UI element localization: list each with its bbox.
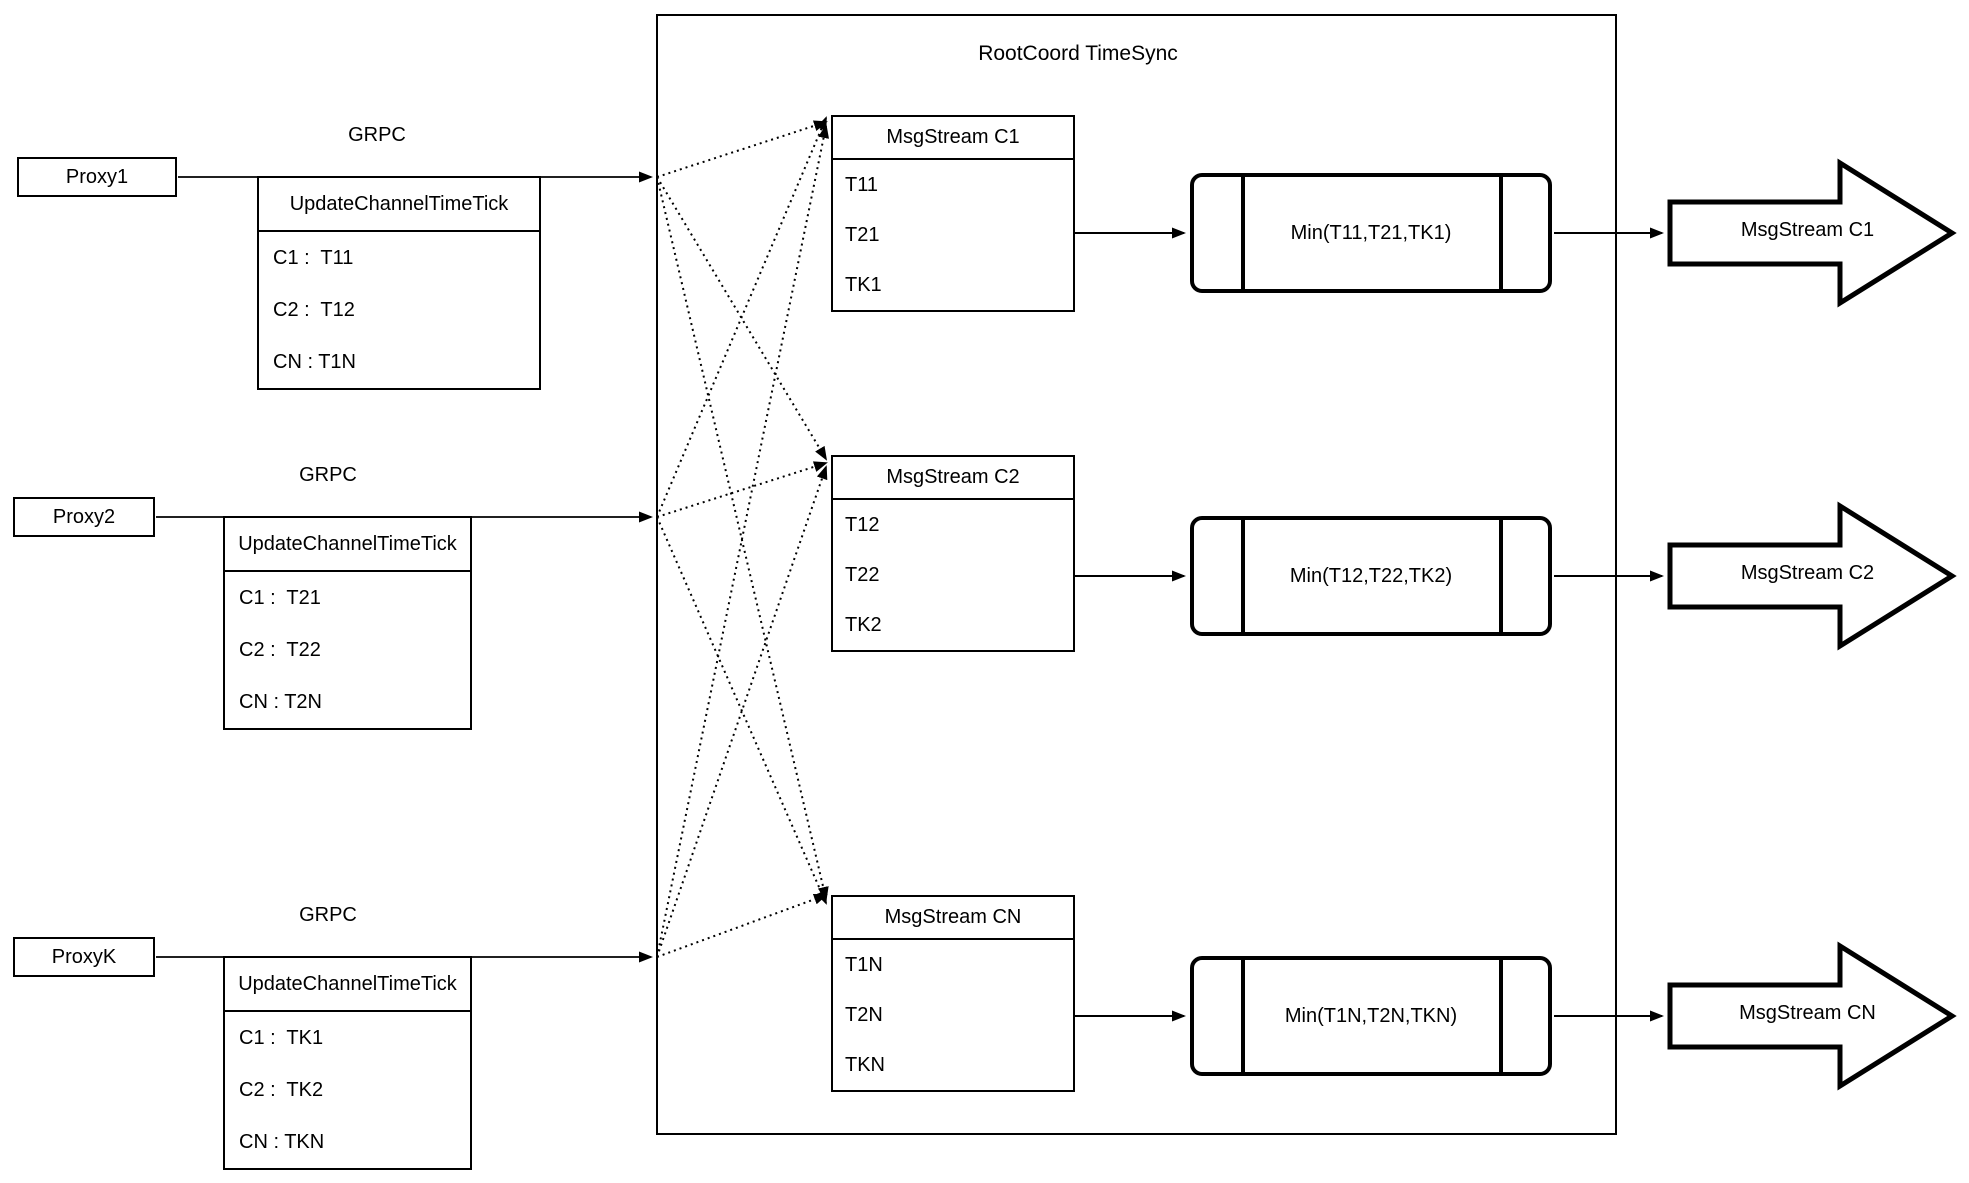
min-box-right-divider: [1499, 520, 1503, 632]
table-row: C1 : T11: [273, 247, 354, 269]
dotted-link-p1-c2: [656, 176, 828, 461]
msgstream-cn-table: MsgStream CN T1N T2N TKN: [831, 895, 1075, 1092]
dotted-link-pk-cn: [656, 893, 828, 958]
msgstream-table-row: T1N: [845, 954, 883, 976]
msgstream-table-header: MsgStream C1: [833, 117, 1073, 160]
msgstream-c2-table: MsgStream C2 T12 T22 TK2: [831, 455, 1075, 652]
msgstream-cn-output-arrow: [1667, 941, 1957, 1091]
msgstream-table-row: T12: [845, 514, 880, 536]
msgstream-table-row: T22: [845, 564, 880, 586]
table-row: C2 : T22: [239, 639, 321, 661]
min-box-c1: Min(T11,T21,TK1): [1190, 173, 1552, 293]
msgstream-table-header: MsgStream CN: [833, 897, 1073, 940]
proxyk-label: ProxyK: [51, 945, 117, 968]
table-header: UpdateChannelTimeTick: [225, 518, 470, 572]
msgstream-table-row: T2N: [845, 1004, 883, 1026]
msgstream-c1-output-arrow: [1667, 158, 1957, 308]
msgstream-c1-output-label: MsgStream C1: [1740, 219, 1875, 241]
proxy2-label: Proxy2: [52, 505, 116, 528]
min-box-c2: Min(T12,T22,TK2): [1190, 516, 1552, 636]
msgstream-table-header: MsgStream C2: [833, 457, 1073, 500]
update-channel-timetick-table-1: UpdateChannelTimeTick C1 : T11 C2 : T12 …: [257, 176, 541, 390]
table-header: UpdateChannelTimeTick: [225, 958, 470, 1012]
grpc-label-1: GRPC: [348, 124, 406, 146]
table-row: C2 : TK2: [239, 1079, 324, 1101]
min-box-right-divider: [1499, 177, 1503, 289]
dotted-link-p2-c1: [656, 116, 827, 518]
dotted-link-p1-c1: [656, 120, 828, 178]
msgstream-table-row: T21: [845, 224, 880, 246]
msgstream-table-row: TK2: [845, 614, 882, 636]
msgstream-c1-table: MsgStream C1 T11 T21 TK1: [831, 115, 1075, 312]
dotted-link-p2-c2: [656, 461, 828, 518]
dotted-link-pk-c2: [656, 465, 828, 958]
min-box-cn: Min(T1N,T2N,TKN): [1190, 956, 1552, 1076]
min-label-c2: Min(T12,T22,TK2): [1289, 564, 1453, 587]
min-box-left-divider: [1241, 960, 1245, 1072]
table-row: CN : TKN: [239, 1131, 325, 1153]
min-label-cn: Min(T1N,T2N,TKN): [1284, 1004, 1458, 1027]
msgstream-table-row: T11: [845, 174, 878, 196]
msgstream-table-row: TK1: [845, 274, 882, 296]
table-row: CN : T1N: [273, 351, 356, 373]
msgstream-cn-output-label: MsgStream CN: [1739, 1002, 1876, 1024]
table-row: CN : T2N: [239, 691, 322, 713]
table-header: UpdateChannelTimeTick: [259, 178, 539, 232]
min-box-left-divider: [1241, 177, 1245, 289]
table-row: C1 : TK1: [239, 1027, 324, 1049]
min-box-right-divider: [1499, 960, 1503, 1072]
proxyk-box: ProxyK: [13, 937, 155, 977]
table-row: C2 : T12: [273, 299, 355, 321]
msgstream-table-row: TKN: [845, 1054, 885, 1076]
msgstream-c2-output-label: MsgStream C2: [1740, 562, 1875, 584]
proxy2-box: Proxy2: [13, 497, 155, 537]
update-channel-timetick-table-2: UpdateChannelTimeTick C1 : T21 C2 : T22 …: [223, 516, 472, 730]
msgstream-c2-output-arrow: [1667, 501, 1957, 651]
proxy1-label: Proxy1: [65, 165, 129, 188]
rootcoord-timesync-title: RootCoord TimeSync: [978, 42, 1178, 65]
update-channel-timetick-table-3: UpdateChannelTimeTick C1 : TK1 C2 : TK2 …: [223, 956, 472, 1170]
proxy1-box: Proxy1: [17, 157, 177, 197]
dotted-link-p2-cn: [656, 516, 827, 905]
min-label-c1: Min(T11,T21,TK1): [1290, 221, 1452, 244]
table-row: C1 : T21: [239, 587, 321, 609]
min-box-left-divider: [1241, 520, 1245, 632]
grpc-label-3: GRPC: [299, 904, 357, 926]
grpc-label-2: GRPC: [299, 464, 357, 486]
